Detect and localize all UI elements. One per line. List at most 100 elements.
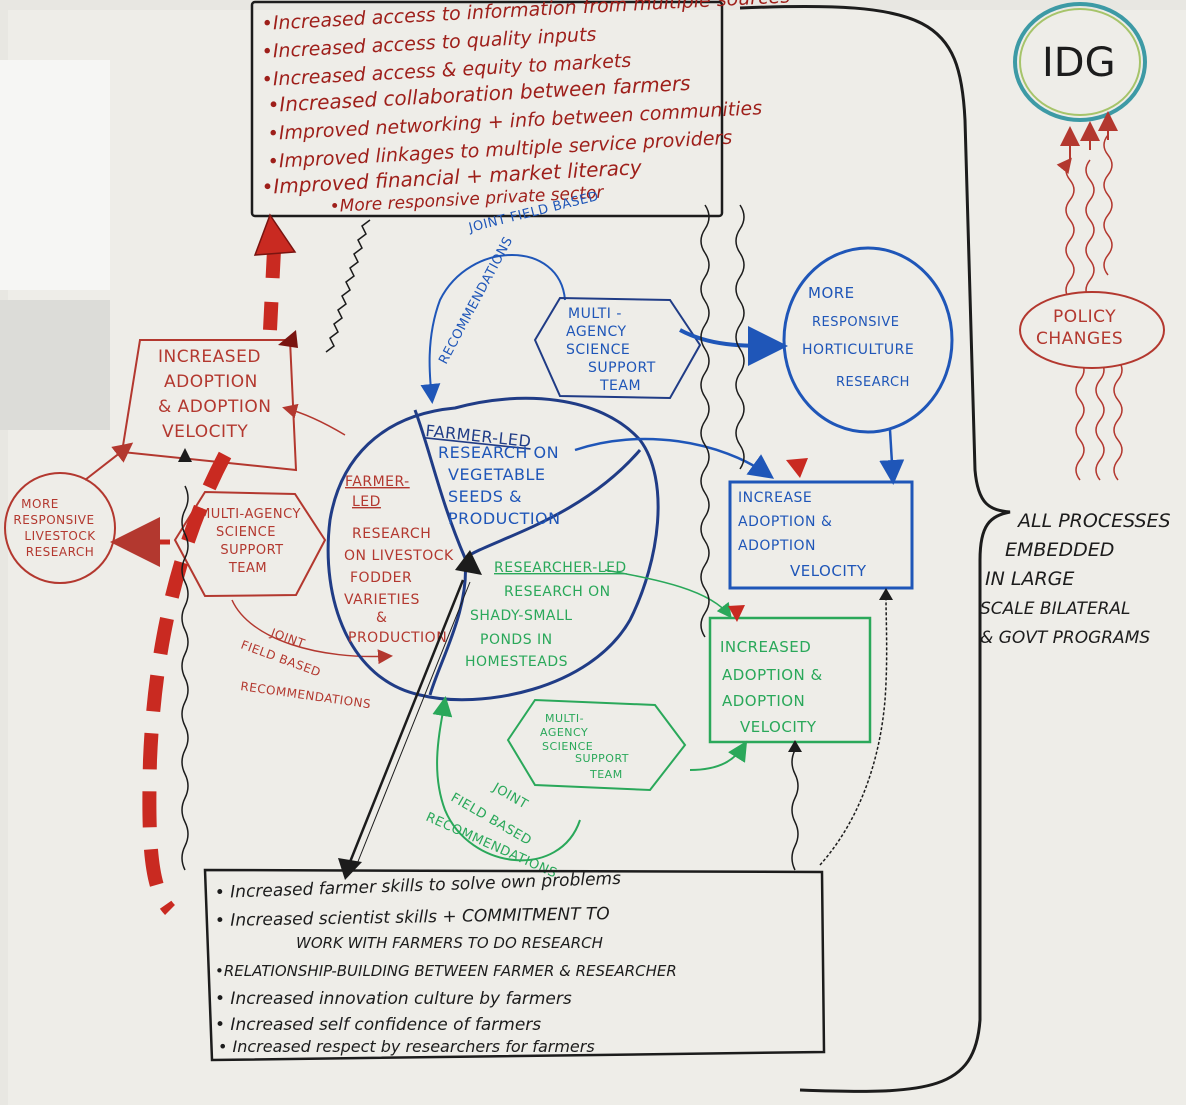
blue-arrow-horticulture-to-adoption (879, 429, 905, 485)
blue-adoption-line: ADOPTION & (738, 514, 832, 530)
farmer-livestock-line: FODDER (350, 570, 412, 586)
farmer-livestock-line: LED (352, 494, 381, 510)
blue-team-line: SCIENCE (566, 342, 630, 358)
top-outcomes-box (250, 0, 724, 218)
idg-circle-inner (1019, 8, 1141, 116)
researcher-ponds-line: SHADY-SMALL (470, 608, 573, 624)
researcher-ponds-text: RESEARCHER-LED RESEARCH ON SHADY-SMALL P… (465, 560, 627, 670)
blue-horticulture-line: HORTICULTURE (802, 342, 914, 358)
farmer-vegetable-text: FARMER-LED RESEARCH ON VEGETABLE SEEDS &… (425, 421, 561, 528)
bottom-item: • Increased self confidence of farmers (215, 1015, 541, 1035)
embedded-line: ALL PROCESSES (1016, 510, 1171, 532)
red-team-line: SUPPORT (220, 543, 283, 558)
blue-team-text: MULTI - AGENCY SCIENCE SUPPORT TEAM (566, 306, 656, 394)
blue-horticulture-circle (782, 246, 954, 434)
black-double-arrow (348, 579, 465, 863)
green-adoption-box (708, 616, 872, 744)
green-adoption-line: INCREASED (720, 638, 811, 656)
red-big-dashed-line (142, 451, 232, 915)
red-team-line: MULTI-AGENCY (199, 507, 301, 522)
red-adoption-text: INCREASED ADOPTION & ADOPTION VELOCITY (158, 347, 272, 442)
red-livestock-line: RESEARCH (26, 545, 94, 559)
policy-label-line2: CHANGES (1036, 329, 1123, 349)
green-team-hexagon (506, 698, 687, 792)
black-wavy-top-to-horticulture (735, 204, 745, 470)
red-team-line: TEAM (228, 561, 267, 576)
central-circle (326, 396, 660, 702)
blue-adoption-box (728, 480, 914, 590)
left-paper-strip (0, 60, 110, 290)
black-wavy-bottom-to-red-adoption (181, 485, 189, 871)
black-wavy-bottom-to-green-adoption (791, 749, 799, 871)
blue-team-line: SUPPORT (588, 360, 656, 376)
researcher-ponds-line: RESEARCH ON (504, 584, 611, 600)
red-arrow-livestock-to-adoption (84, 442, 134, 481)
green-adoption-line: ADOPTION & (722, 666, 823, 684)
red-adoption-line: & ADOPTION (158, 397, 272, 417)
bottom-item: • Increased innovation culture by farmer… (215, 989, 572, 1009)
farmer-livestock-line: PRODUCTION (348, 630, 447, 646)
black-wavy-top-to-adoption (325, 219, 371, 353)
black-arrowhead-horticulture (786, 458, 808, 478)
green-adoption-text: INCREASED ADOPTION & ADOPTION VELOCITY (720, 638, 823, 736)
blue-team-line: AGENCY (566, 324, 627, 340)
red-team-hexagon (173, 490, 327, 598)
red-arrow-adoption-to-top (263, 229, 282, 331)
paper-sheet (8, 10, 1186, 1105)
blue-adoption-text: INCREASE ADOPTION & ADOPTION VELOCITY (738, 490, 866, 580)
red-arrow-farmer-to-adoption (282, 403, 346, 436)
red-arrow-team-to-recs (231, 599, 393, 665)
red-team-line: SCIENCE (216, 525, 276, 540)
red-livestock-line: MORE (21, 497, 59, 511)
red-arrowhead-up (253, 213, 297, 256)
embedded-note: ALL PROCESSES EMBEDDED IN LARGE SCALE BI… (980, 510, 1171, 648)
green-adoption-line: VELOCITY (740, 718, 817, 736)
policy-changes-oval (1019, 291, 1165, 369)
farmer-vegetable-line: VEGETABLE (448, 465, 546, 484)
blue-horticulture-line: RESPONSIVE (812, 315, 900, 330)
red-adoption-line: INCREASED (158, 347, 261, 367)
red-livestock-line: LIVESTOCK (24, 529, 96, 543)
farmer-livestock-line: RESEARCH (352, 526, 431, 542)
farmer-vegetable-line: SEEDS & (448, 487, 522, 506)
green-team-line: SUPPORT (575, 752, 629, 765)
blue-team-line: MULTI - (568, 306, 622, 322)
bottom-item: WORK WITH FARMERS TO DO RESEARCH (296, 934, 603, 952)
central-divider-3 (428, 557, 468, 696)
black-arrowhead-red-adoption (178, 448, 192, 462)
researcher-ponds-line: RESEARCHER-LED (494, 560, 627, 576)
idg-circle (1013, 2, 1147, 122)
black-double-arrow-line2 (356, 581, 471, 865)
red-livestock-text: MORE RESPONSIVE LIVESTOCK RESEARCH (13, 497, 96, 559)
policy-label-line1: POLICY (1053, 307, 1116, 327)
blue-horticulture-line: MORE (808, 284, 855, 302)
central-divider-1 (464, 449, 642, 560)
farmer-vegetable-line: PRODUCTION (448, 509, 561, 528)
red-adoption-box (120, 339, 298, 472)
farmer-livestock-line: ON LIVESTOCK (344, 548, 454, 564)
blue-team-hexagon (533, 296, 702, 400)
blue-horticulture-text: MORE RESPONSIVE HORTICULTURE RESEARCH (802, 284, 914, 390)
farmer-livestock-text: FARMER- LED RESEARCH ON LIVESTOCK FODDER… (344, 474, 454, 646)
green-arrow-team-to-adoption (689, 740, 748, 771)
black-arrowhead-green-adoption (728, 605, 745, 622)
bottom-outcomes-box (203, 868, 826, 1062)
blue-adoption-line: ADOPTION (738, 538, 816, 554)
black-arrowhead-green-adoption-2 (788, 740, 802, 752)
left-paper-strip-lower (0, 300, 110, 430)
bottom-item: •RELATIONSHIP-BUILDING BETWEEN FARMER & … (215, 962, 677, 980)
researcher-ponds-line: HOMESTEADS (465, 654, 568, 670)
blue-horticulture-line: RESEARCH (836, 375, 910, 390)
black-arrowhead-blue-adoption (879, 588, 893, 600)
blue-recs-arc (420, 254, 566, 404)
idg-label: IDG (1042, 40, 1116, 86)
green-team-line: SCIENCE (542, 740, 593, 753)
green-recs-arc (432, 696, 581, 862)
red-team-text: MULTI-AGENCY SCIENCE SUPPORT TEAM (199, 507, 301, 576)
embedded-line: IN LARGE (985, 568, 1074, 590)
green-team-text: MULTI- AGENCY SCIENCE SUPPORT TEAM (540, 712, 629, 781)
embedded-line: EMBEDDED (1005, 539, 1114, 561)
policy-wavy-lines (1056, 134, 1123, 481)
green-team-line: AGENCY (540, 726, 588, 739)
farmer-livestock-line: FARMER- (345, 474, 410, 490)
